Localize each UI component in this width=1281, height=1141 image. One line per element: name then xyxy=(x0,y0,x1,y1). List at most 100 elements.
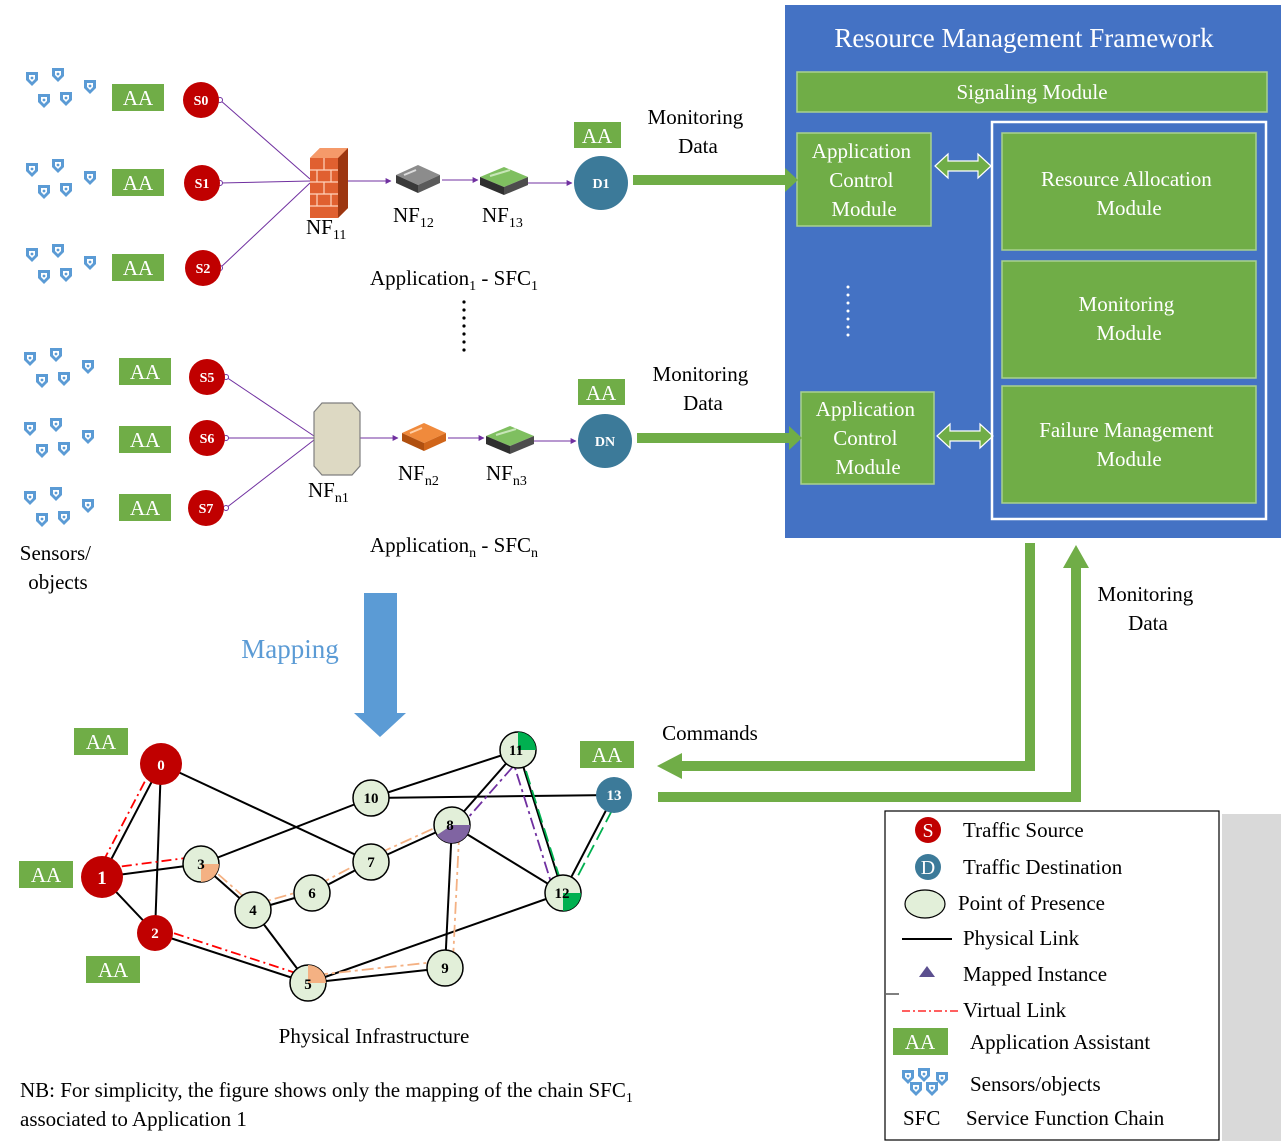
network-function-icon xyxy=(313,402,361,476)
node-label: 6 xyxy=(308,886,316,902)
command-loop: Commands xyxy=(657,543,1035,779)
nf12-label: NF12 xyxy=(393,203,434,231)
mapped-instance-icon xyxy=(308,965,326,983)
sfc1-group: AA AA AA S0 S1 S2 xyxy=(26,68,798,294)
application-assistant-badge xyxy=(119,426,171,453)
monitoring-data-label: Monitoring Data xyxy=(648,105,749,158)
legend-item: Traffic Source xyxy=(963,818,1084,842)
infra-nodes xyxy=(81,731,632,1002)
application-assistant-badge xyxy=(574,122,621,148)
sensors-cluster-icon xyxy=(26,159,96,199)
node-4 xyxy=(234,891,272,929)
destination-label: D1 xyxy=(592,177,609,192)
note-line2: associated to Application 1 xyxy=(20,1107,247,1131)
legend: S Traffic Source D Traffic Destination P… xyxy=(884,810,1281,1141)
aa-label: AA xyxy=(582,124,613,148)
traffic-destination-icon xyxy=(915,854,941,880)
source-label: S0 xyxy=(194,94,209,109)
legend-item: Traffic Destination xyxy=(963,855,1123,879)
router-icon xyxy=(395,164,441,194)
aa-label: AA xyxy=(98,958,129,982)
sensors-cluster-icon xyxy=(26,68,96,108)
legend-sfc-abbr: SFC xyxy=(903,1106,940,1130)
application-control-module-2-label: Application Control Module xyxy=(816,397,920,479)
aa-label: AA xyxy=(123,171,154,195)
mapped-instance-icon xyxy=(563,893,581,911)
infrastructure-title: Physical Infrastructure xyxy=(279,1024,470,1048)
sensors-cluster-icon xyxy=(24,418,94,458)
node-label: 10 xyxy=(364,791,379,807)
node-label: 5 xyxy=(304,977,312,993)
application-assistant-badge xyxy=(112,84,164,111)
application-assistant-badge xyxy=(112,254,164,281)
aa-label: AA xyxy=(592,743,623,767)
legend-item: Mapped Instance xyxy=(963,962,1107,986)
nfn2-label: NFn2 xyxy=(398,461,439,489)
node-label: 4 xyxy=(249,903,257,919)
legend-item: Service Function Chain xyxy=(966,1106,1165,1130)
mapped-instance-icon xyxy=(919,966,935,977)
monitoring-loop: Monitoring Data xyxy=(658,545,1194,802)
application-assistant-badge xyxy=(119,494,171,521)
nfn3-label: NFn3 xyxy=(486,461,527,489)
legend-shadow xyxy=(1222,814,1281,1141)
signaling-module xyxy=(796,71,1268,113)
node-1 xyxy=(81,856,123,898)
source-label: S2 xyxy=(196,262,211,277)
traffic-destination-d1 xyxy=(574,156,628,210)
traffic-source-s2 xyxy=(185,250,221,286)
sfc1-label: Application1 - SFC1 xyxy=(370,266,538,294)
application-assistant-badge xyxy=(19,861,73,888)
application-control-module-1-label: Application Control Module xyxy=(812,139,916,221)
failure-management-module xyxy=(1001,385,1257,504)
node-label: 3 xyxy=(197,857,205,873)
traffic-source-s0 xyxy=(183,82,219,118)
traffic-source-icon xyxy=(915,817,941,843)
monitoring-data-arrow xyxy=(637,426,802,450)
source-label: S7 xyxy=(199,502,214,517)
application-assistant-badge xyxy=(893,1028,948,1055)
aa-label: AA xyxy=(31,863,62,887)
router-icon xyxy=(485,425,535,455)
commands-label: Commands xyxy=(662,721,758,745)
physical-infrastructure: 0 1 2 3 4 5 6 7 8 9 10 11 12 13 AA AA AA… xyxy=(19,728,634,1048)
monitoring-data-label: Monitoring Data xyxy=(653,362,754,415)
monitoring-module-label: Monitoring Module xyxy=(1079,292,1180,345)
legend-item: Point of Presence xyxy=(958,891,1105,915)
application-assistant-badge xyxy=(578,379,625,405)
legend-source-glyph: S xyxy=(922,820,933,842)
application-control-module-1 xyxy=(796,132,932,227)
source-label: S5 xyxy=(200,371,215,386)
sensors-cluster-icon xyxy=(24,348,94,388)
application-assistant-badge xyxy=(86,956,140,983)
point-of-presence-icon xyxy=(904,889,946,919)
node-9 xyxy=(426,949,464,987)
aa-label: AA xyxy=(586,381,617,405)
framework-title: Resource Management Framework xyxy=(834,23,1214,53)
monitoring-data-arrow xyxy=(633,168,798,192)
node-10 xyxy=(352,779,390,817)
node-label: 9 xyxy=(441,961,449,977)
node-label: 0 xyxy=(157,758,165,774)
application-assistant-badge xyxy=(112,169,164,196)
firewall-icon xyxy=(310,148,348,218)
traffic-source-s5 xyxy=(189,359,225,395)
legend-item: Physical Link xyxy=(963,926,1080,950)
aa-label: AA xyxy=(123,256,154,280)
source-label: S1 xyxy=(195,177,210,192)
mapping-label: Mapping xyxy=(241,634,339,664)
node-6 xyxy=(293,874,331,912)
node-label: 8 xyxy=(446,818,454,834)
node-label: 1 xyxy=(97,868,107,889)
resource-allocation-module-label: Resource Allocation Module xyxy=(1041,167,1217,220)
node-label: 12 xyxy=(555,886,570,902)
nfn1-label: NFn1 xyxy=(308,478,349,506)
source-label: S6 xyxy=(200,432,215,447)
mapped-instance-icon xyxy=(437,825,470,844)
nf13-label: NF13 xyxy=(482,203,523,231)
application-control-module-2 xyxy=(800,391,935,485)
node-label: 7 xyxy=(367,855,375,871)
application-assistant-badge xyxy=(119,358,171,385)
router-icon xyxy=(479,166,529,196)
